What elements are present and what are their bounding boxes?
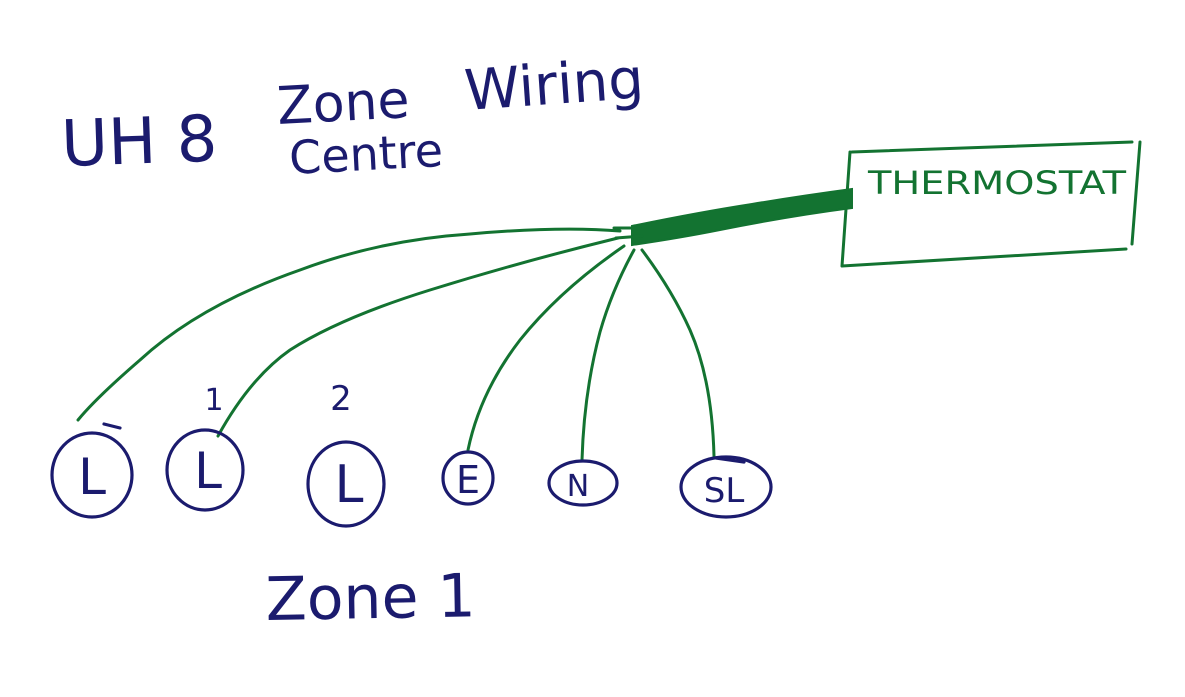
thermostat-cable: [631, 187, 853, 247]
thermostat-label: THERMOSTAT: [867, 164, 1127, 202]
wire-to-L1: [216, 236, 620, 438]
wire-to-N: [580, 248, 636, 462]
terminal-L1-number: 1: [204, 383, 223, 418]
wire-to-SL: [640, 248, 716, 458]
terminal-E: E: [441, 450, 495, 506]
terminal-SL-label: SL: [704, 471, 745, 511]
wires: [76, 227, 716, 462]
title-centre: Centre: [288, 123, 444, 185]
terminal-L: L: [50, 422, 134, 519]
terminal-L1: 1 L: [165, 383, 245, 512]
zone-label: Zone 1: [265, 561, 476, 635]
thermostat-box: THERMOSTAT: [840, 140, 1142, 268]
terminal-N: N: [547, 459, 619, 507]
title-uh8: UH 8: [60, 103, 219, 182]
terminal-L-label: L: [78, 448, 106, 506]
wire-to-L: [76, 227, 622, 422]
terminal-N-label: N: [567, 469, 589, 504]
terminal-L2-label: L: [335, 455, 364, 515]
terminal-L2: 2 L: [306, 379, 386, 528]
terminal-E-label: E: [456, 458, 480, 502]
title-wiring: Wiring: [462, 47, 645, 124]
title-zone: Zone: [276, 70, 411, 137]
terminal-SL: SL: [679, 455, 773, 519]
terminal-L1-label: L: [194, 442, 222, 500]
terminal-L2-number: 2: [330, 379, 352, 419]
wire-to-E: [466, 244, 626, 452]
